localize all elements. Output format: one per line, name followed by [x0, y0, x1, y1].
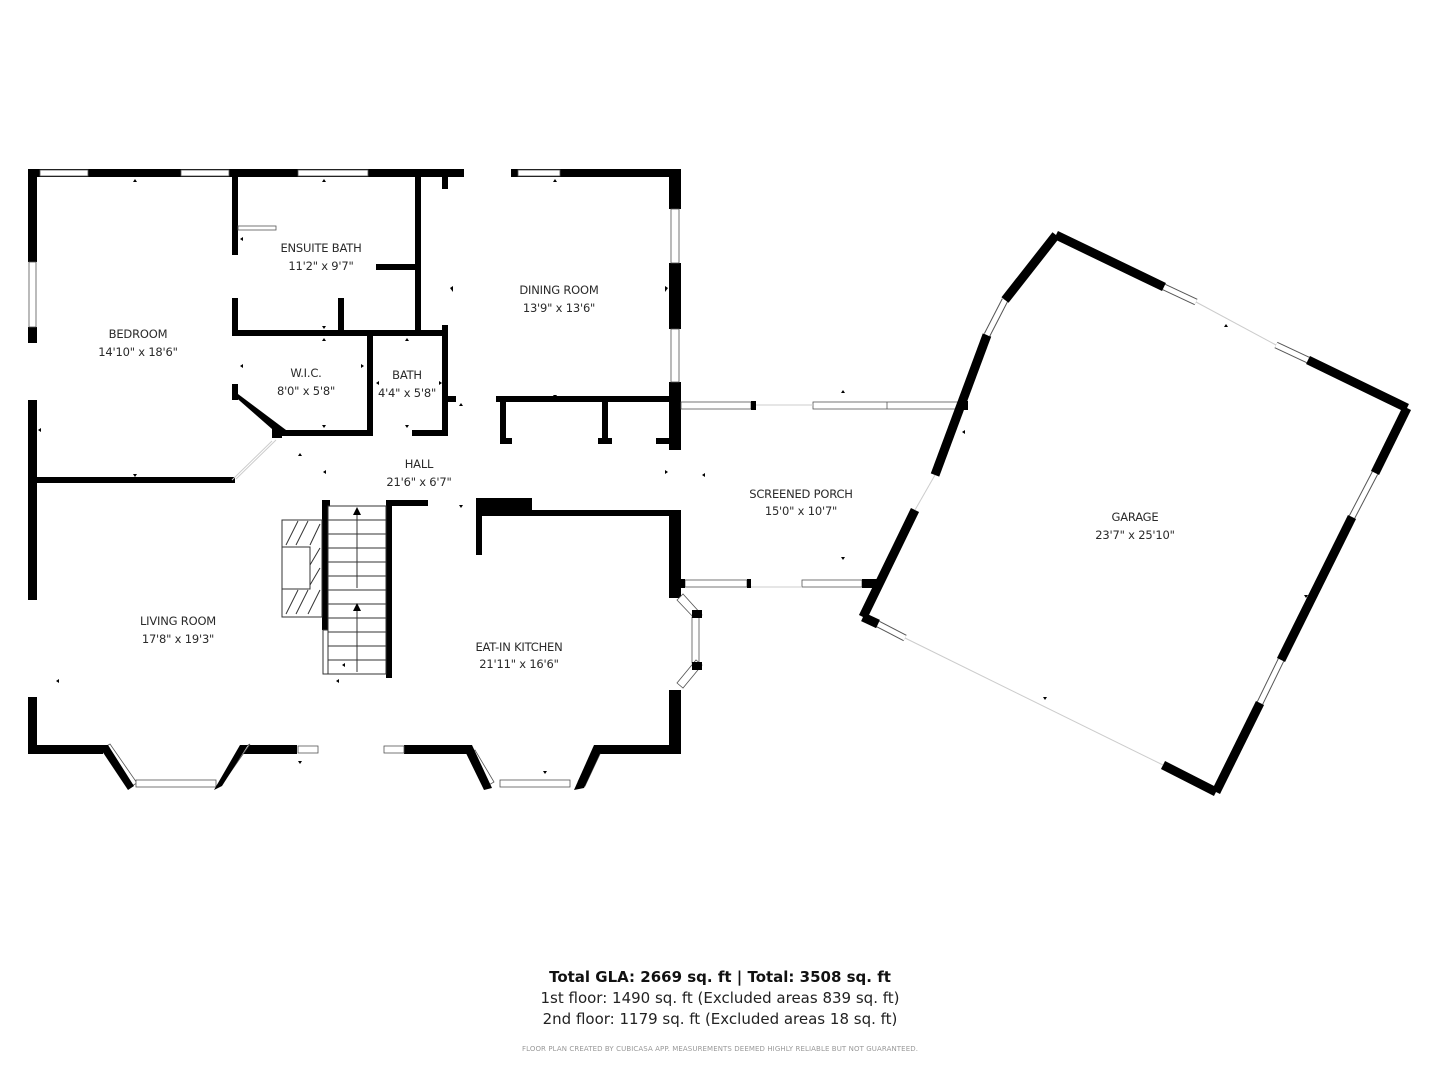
- room-label-bath: BATH 4'4" x 5'8": [378, 368, 436, 400]
- room-size: 14'10" x 18'6": [98, 345, 177, 359]
- garage-walls: [858, 230, 1412, 797]
- room-name: BATH: [392, 368, 422, 382]
- windows: [28, 169, 703, 790]
- room-label-hall: HALL 21'6" x 6'7": [386, 457, 451, 489]
- second-floor-area: 2nd floor: 1179 sq. ft (Excluded areas 1…: [542, 1010, 898, 1028]
- room-label-wic: W.I.C. 8'0" x 5'8": [277, 366, 335, 398]
- room-label-dining-room: DINING ROOM 13'9" x 13'6": [519, 283, 598, 315]
- room-size: 13'9" x 13'6": [523, 301, 595, 315]
- screened-porch-walls: [677, 401, 968, 588]
- room-size: 8'0" x 5'8": [277, 384, 335, 398]
- total-area-summary: Total GLA: 2669 sq. ft | Total: 3508 sq.…: [549, 968, 891, 986]
- room-label-living-room: LIVING ROOM 17'8" x 19'3": [140, 614, 216, 646]
- towel-bar: [237, 225, 277, 231]
- room-name: SCREENED PORCH: [749, 487, 853, 501]
- dimension-markers: [38, 179, 1308, 774]
- room-size: 21'11" x 16'6": [479, 657, 558, 671]
- first-floor-area: 1st floor: 1490 sq. ft (Excluded areas 8…: [540, 989, 900, 1007]
- interior-walls: [28, 177, 681, 678]
- room-name: DINING ROOM: [519, 283, 598, 297]
- room-size: 21'6" x 6'7": [386, 475, 451, 489]
- room-name: GARAGE: [1112, 510, 1159, 524]
- room-name: EAT-IN KITCHEN: [475, 640, 562, 654]
- staircase-icon: [322, 505, 387, 675]
- room-size: 4'4" x 5'8": [378, 386, 436, 400]
- room-name: HALL: [405, 457, 434, 471]
- disclaimer: FLOOR PLAN CREATED BY CUBICASA APP. MEAS…: [521, 1045, 919, 1053]
- room-name: BEDROOM: [109, 327, 168, 341]
- fireplace-icon: [281, 519, 323, 618]
- room-label-ensuite-bath: ENSUITE BATH 11'2" x 9'7": [280, 241, 361, 273]
- room-size: 15'0" x 10'7": [765, 504, 837, 518]
- room-size: 11'2" x 9'7": [288, 259, 353, 273]
- room-size: 17'8" x 19'3": [142, 632, 214, 646]
- room-name: LIVING ROOM: [140, 614, 216, 628]
- room-label-eat-in-kitchen: EAT-IN KITCHEN 21'11" x 16'6": [475, 640, 562, 671]
- room-label-bedroom: BEDROOM 14'10" x 18'6": [98, 327, 178, 359]
- room-label-garage: GARAGE 23'7" x 25'10": [1095, 510, 1175, 542]
- room-name: W.I.C.: [290, 366, 321, 380]
- room-size: 23'7" x 25'10": [1095, 528, 1174, 542]
- room-name: ENSUITE BATH: [280, 241, 361, 255]
- room-label-screened-porch: SCREENED PORCH 15'0" x 10'7": [749, 487, 853, 518]
